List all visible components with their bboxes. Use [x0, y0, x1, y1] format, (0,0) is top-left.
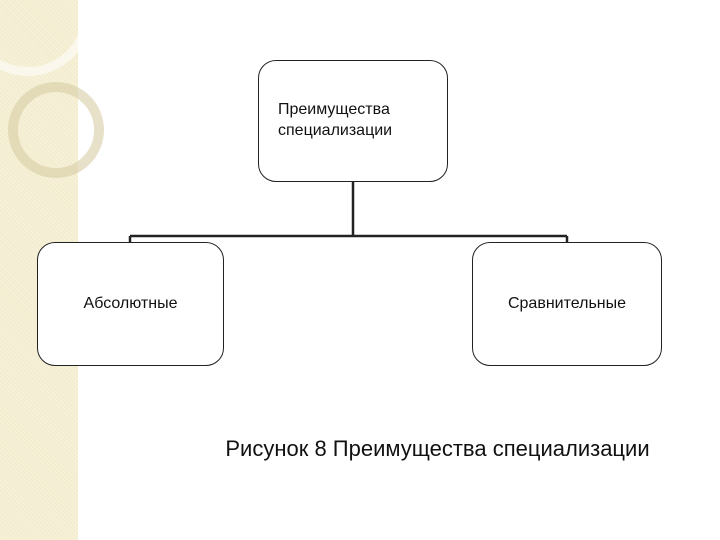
root-node-label: Преимущества специализации	[278, 100, 428, 142]
child-node-label: Сравнительные	[508, 294, 626, 315]
child-node-label: Абсолютные	[84, 294, 178, 315]
child-node-absolute: Абсолютные	[37, 242, 224, 366]
figure-caption: Рисунок 8 Преимущества специализации	[150, 436, 720, 462]
child-node-comparative: Сравнительные	[472, 242, 662, 366]
root-node: Преимущества специализации	[258, 60, 448, 182]
